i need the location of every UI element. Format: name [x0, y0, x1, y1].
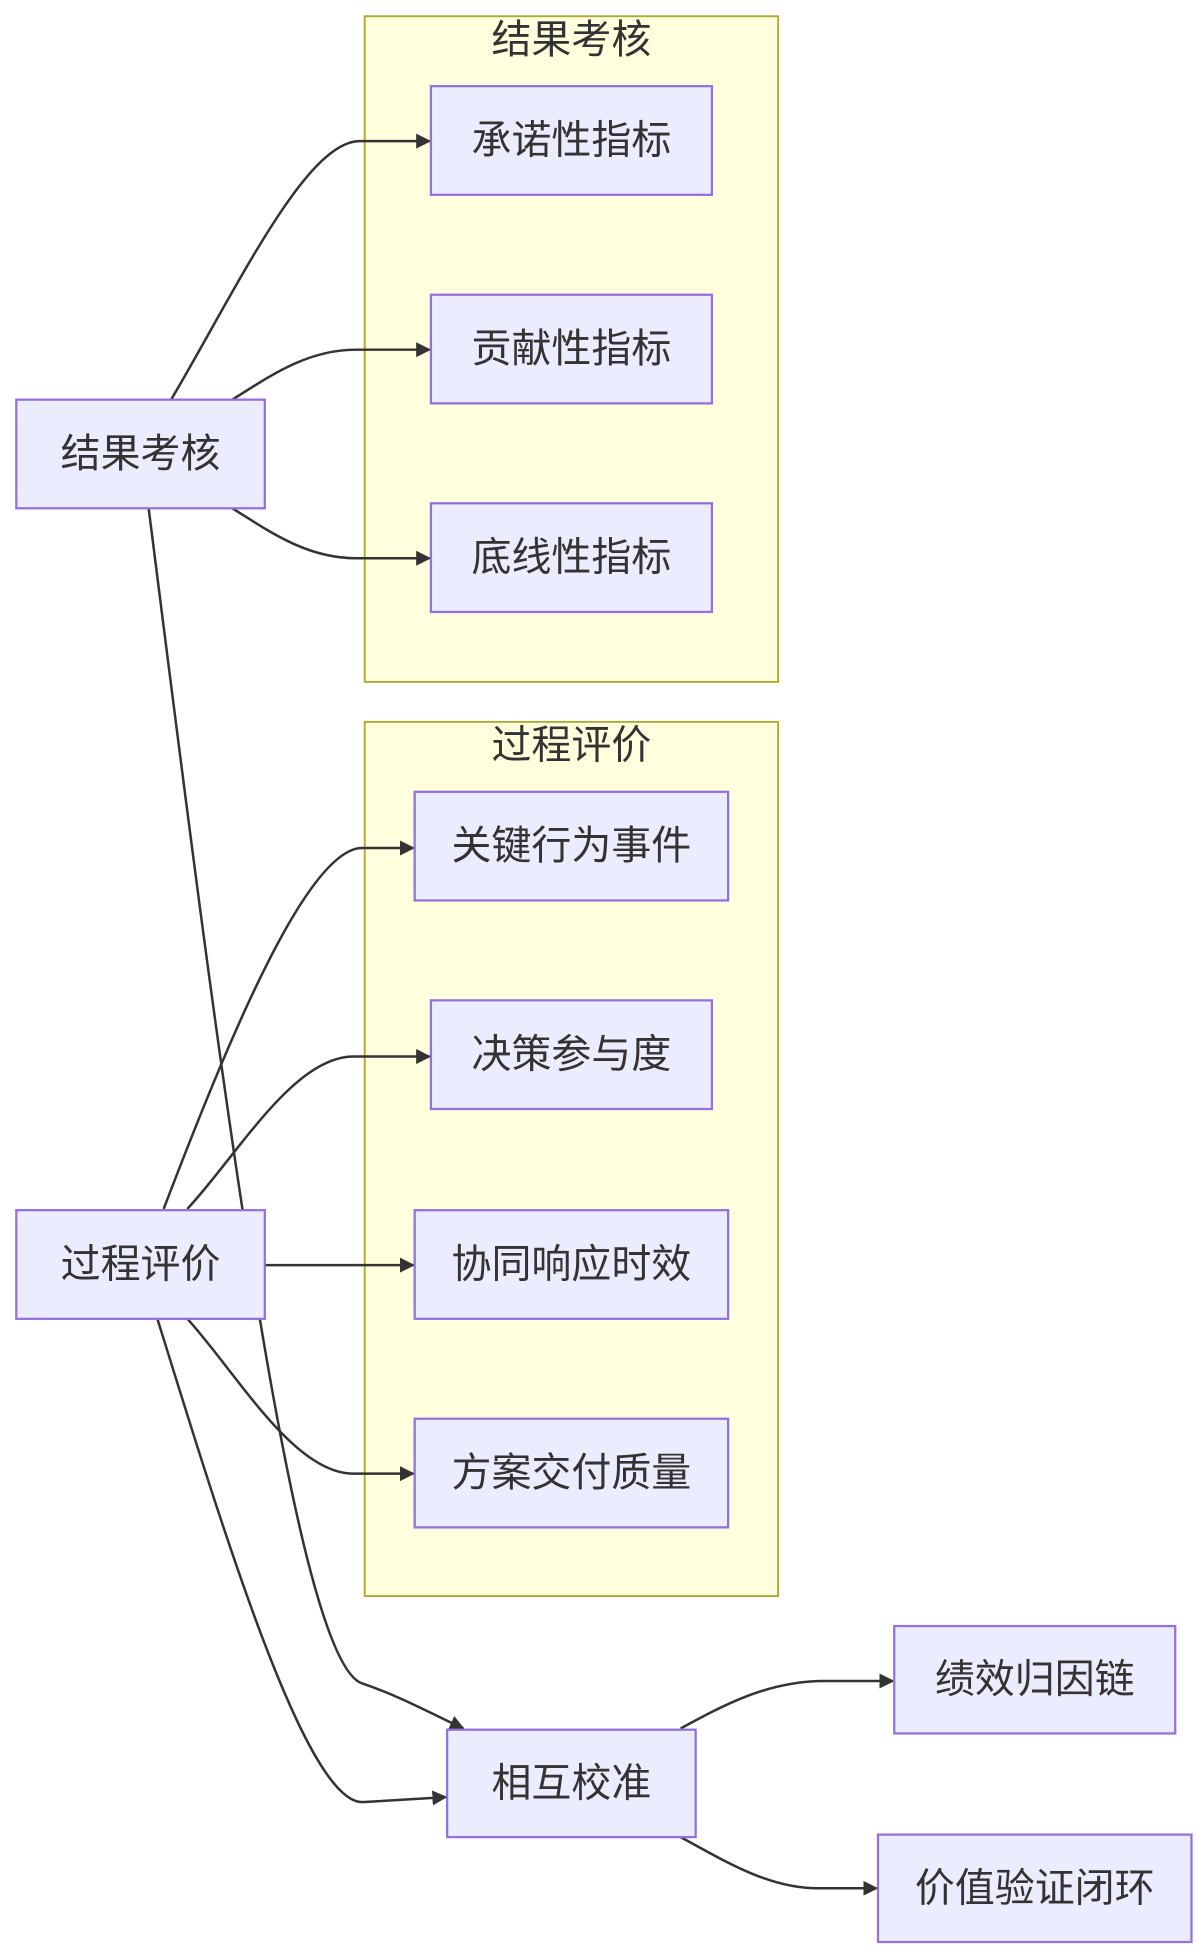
cluster-process-evaluation-title: 过程评价 [491, 723, 651, 769]
edge-process-to-key-behavior [162, 840, 415, 1210]
edge-result-to-calibration [147, 508, 465, 1730]
node-contribution-indicator[interactable]: 贡献性指标 [429, 293, 714, 405]
node-performance-attribution-chain[interactable]: 绩效归因链 [893, 1624, 1177, 1735]
node-result-assessment-label: 结果考核 [61, 431, 221, 477]
node-result-assessment[interactable]: 结果考核 [15, 398, 266, 510]
node-process-evaluation[interactable]: 过程评价 [15, 1209, 266, 1320]
edge-calibration-to-attribution [680, 1673, 895, 1730]
node-collaboration-response-label: 协同响应时效 [452, 1241, 692, 1287]
edge-process-to-calibration [156, 1318, 448, 1806]
node-key-behavior-event-label: 关键行为事件 [452, 823, 692, 869]
node-process-evaluation-label: 过程评价 [61, 1241, 221, 1287]
node-key-behavior-event[interactable]: 关键行为事件 [413, 790, 730, 902]
node-contribution-indicator-label: 贡献性指标 [472, 326, 672, 372]
edge-calibration-to-verification [680, 1836, 879, 1896]
node-performance-attribution-chain-label: 绩效归因链 [935, 1657, 1135, 1703]
edge-process-to-decision [186, 1049, 432, 1210]
node-decision-participation[interactable]: 决策参与度 [429, 999, 714, 1111]
edge-result-to-contribution [231, 342, 432, 401]
node-mutual-calibration[interactable]: 相互校准 [446, 1728, 697, 1839]
edge-result-to-commitment [170, 133, 432, 401]
edge-result-to-baseline [231, 507, 432, 566]
node-value-verification-loop-label: 价值验证闭环 [915, 1865, 1155, 1911]
edge-process-to-delivery [186, 1317, 415, 1482]
node-commitment-indicator[interactable]: 承诺性指标 [429, 85, 714, 196]
node-commitment-indicator-label: 承诺性指标 [472, 117, 672, 163]
cluster-result-assessment-title: 结果考核 [491, 17, 651, 63]
node-collaboration-response[interactable]: 协同响应时效 [413, 1209, 730, 1320]
node-value-verification-loop[interactable]: 价值验证闭环 [876, 1833, 1193, 1944]
node-baseline-indicator-label: 底线性指标 [472, 535, 672, 581]
node-solution-delivery-quality-label: 方案交付质量 [452, 1450, 692, 1496]
edges [147, 133, 895, 1896]
node-decision-participation-label: 决策参与度 [472, 1032, 672, 1078]
node-solution-delivery-quality[interactable]: 方案交付质量 [413, 1417, 730, 1529]
node-baseline-indicator[interactable]: 底线性指标 [429, 502, 714, 614]
node-mutual-calibration-label: 相互校准 [491, 1760, 651, 1806]
